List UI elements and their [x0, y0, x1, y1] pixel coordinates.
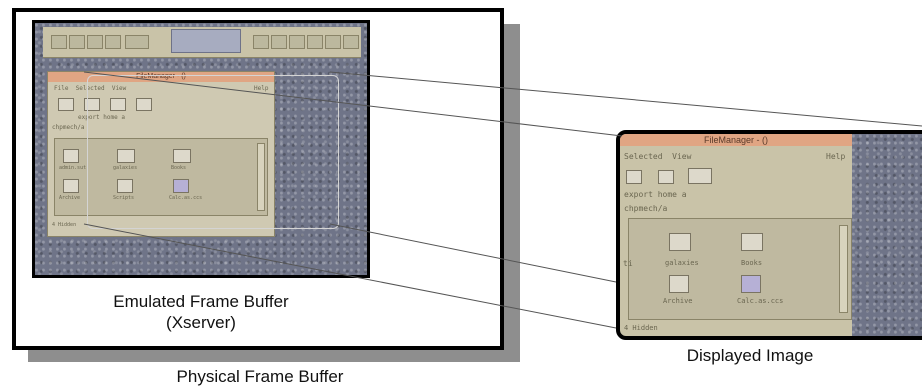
- panel-button[interactable]: [69, 35, 85, 49]
- file-label-fragment: ti: [623, 259, 633, 268]
- zoomed-folder-label: chpmech/a: [624, 204, 668, 213]
- zoom-region[interactable]: [87, 75, 339, 229]
- physical-caption: Physical Frame Buffer: [176, 367, 344, 386]
- file-icon[interactable]: [669, 275, 689, 293]
- scrollbar[interactable]: [839, 225, 848, 313]
- panel-button[interactable]: [105, 35, 121, 49]
- status-text: 4 Hidden: [52, 222, 77, 228]
- file-pane: admin.sut galaxies Books Archive Scripts…: [54, 138, 268, 216]
- zoomed-path-text: export home a: [624, 190, 687, 199]
- zoomed-file-pane: ti galaxies Books Archive Calc.as.ccs: [623, 218, 852, 320]
- scrollbar[interactable]: [257, 143, 265, 211]
- displayed-image: FileManager - () Selected View Help expo…: [616, 130, 922, 340]
- file-label: Books: [171, 165, 187, 171]
- file-label: Scripts: [113, 195, 135, 201]
- path-folder-icon[interactable]: [84, 98, 100, 111]
- zoomed-status-text: 4 Hidden: [624, 324, 658, 332]
- desktop-background: [852, 134, 922, 336]
- file-icon[interactable]: [63, 149, 79, 163]
- file-label: galaxies: [113, 165, 138, 171]
- desktop-panel: [43, 27, 361, 58]
- panel-button[interactable]: [271, 35, 287, 49]
- path-folder-icon[interactable]: [58, 98, 74, 111]
- folder-icon[interactable]: [669, 233, 691, 251]
- window-title: FileManager - (): [48, 72, 274, 82]
- path-text: export home a: [78, 114, 125, 121]
- panel-button[interactable]: [253, 35, 269, 49]
- emulated-frame-buffer: FileManager - () File Selected View Help…: [32, 20, 370, 278]
- file-label: galaxies: [665, 259, 699, 267]
- file-label: Calc.as.ccs: [169, 195, 203, 201]
- file-icon[interactable]: [63, 179, 79, 193]
- path-folder-icon[interactable]: [688, 168, 712, 184]
- zoom-line-bottom: [329, 223, 617, 283]
- menu-view[interactable]: View: [672, 152, 692, 161]
- zoom-line-upper: [329, 71, 922, 127]
- path-folder-icon[interactable]: [626, 170, 642, 184]
- panel-button[interactable]: [307, 35, 323, 49]
- menu-selected[interactable]: Selected: [624, 152, 663, 161]
- workspace-switcher[interactable]: [171, 29, 241, 53]
- menu-view[interactable]: View: [111, 85, 127, 92]
- panel-button[interactable]: [87, 35, 103, 49]
- path-folder-icon[interactable]: [136, 98, 152, 111]
- folder-label: chpmech/a: [52, 124, 85, 131]
- file-label: Archive: [59, 195, 81, 201]
- emulated-caption-line2: (Xserver): [166, 313, 236, 332]
- zoom-line-top: [83, 71, 623, 137]
- file-label: Books: [741, 259, 763, 267]
- file-icon[interactable]: [117, 179, 133, 193]
- path-folder-icon[interactable]: [658, 170, 674, 184]
- zoom-line-lower: [83, 223, 617, 329]
- panel-button[interactable]: [125, 35, 149, 49]
- file-label: admin.sut: [59, 165, 87, 171]
- file-icon[interactable]: [173, 179, 189, 193]
- panel-button[interactable]: [289, 35, 305, 49]
- folder-icon[interactable]: [173, 149, 191, 163]
- emulated-caption-line1: Emulated Frame Buffer: [113, 292, 289, 311]
- file-icon[interactable]: [741, 275, 761, 293]
- menu-help[interactable]: Help: [254, 85, 269, 92]
- panel-button[interactable]: [325, 35, 341, 49]
- file-manager-window-small: FileManager - () File Selected View Help…: [47, 71, 275, 237]
- file-label: Archive: [663, 297, 693, 305]
- panel-button[interactable]: [51, 35, 67, 49]
- menu-selected[interactable]: Selected: [75, 85, 105, 92]
- folder-icon[interactable]: [741, 233, 763, 251]
- panel-button[interactable]: [343, 35, 359, 49]
- menu-file[interactable]: File: [54, 85, 69, 92]
- file-label: Calc.as.ccs: [737, 297, 784, 305]
- zoomed-menu-bar: Selected View: [624, 152, 691, 161]
- zoomed-window-title: FileManager - (): [620, 134, 852, 146]
- menu-bar: File Selected View Help: [54, 85, 268, 92]
- folder-icon[interactable]: [117, 149, 135, 163]
- path-folder-icon[interactable]: [110, 98, 126, 111]
- menu-help[interactable]: Help: [826, 152, 846, 161]
- displayed-caption: Displayed Image: [686, 346, 814, 365]
